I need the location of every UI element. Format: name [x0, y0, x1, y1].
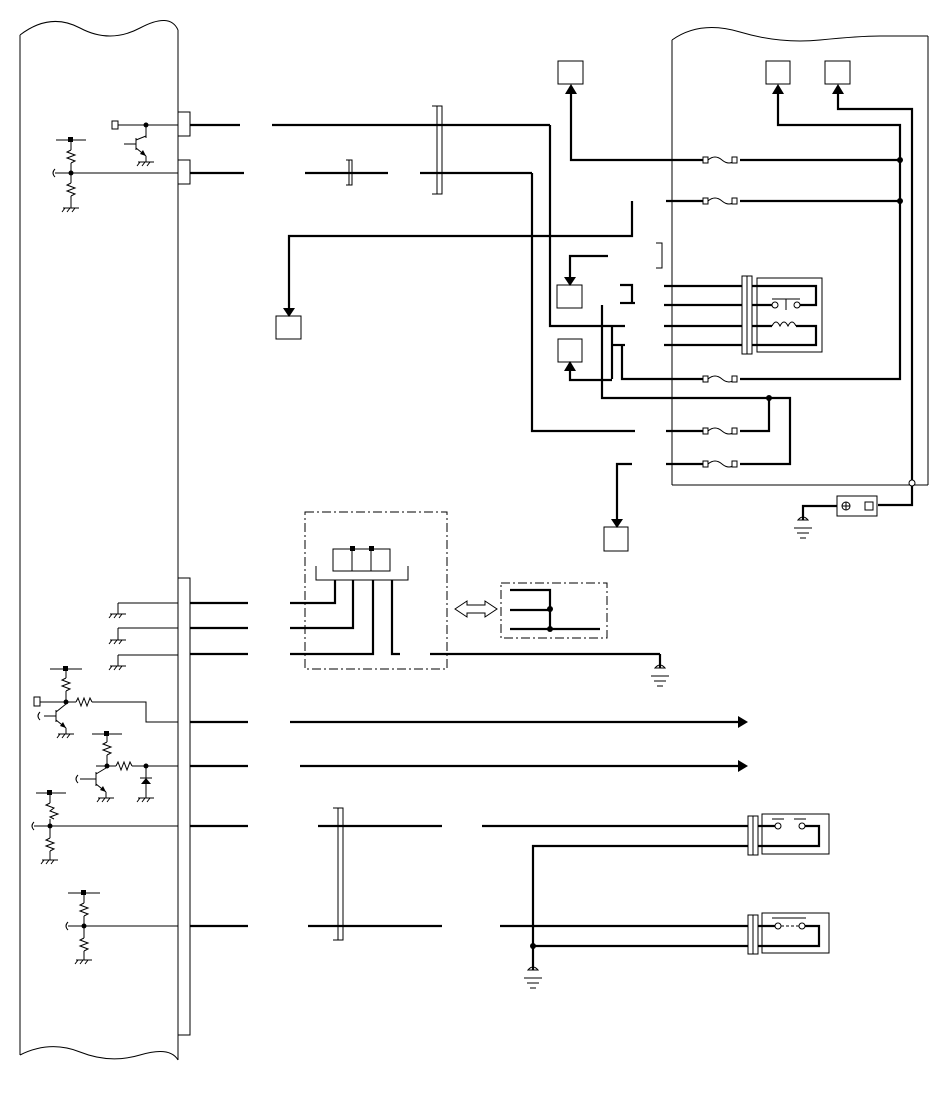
- top-signal-wires: [190, 123, 635, 433]
- transistor-circuit-mid: [33, 666, 178, 739]
- connector-brackets-left: [178, 111, 191, 1036]
- fuse-1: [702, 156, 738, 164]
- transistor-circuit-top: [111, 120, 178, 167]
- fuses: [702, 156, 738, 468]
- inline-connectors-top: [346, 105, 443, 195]
- relay: [741, 275, 823, 355]
- control-unit-right: [671, 27, 929, 486]
- ground-right: [794, 479, 916, 539]
- fuse-4: [702, 427, 738, 435]
- transistor-circuit-diode: [75, 731, 178, 803]
- switch-detail: [500, 582, 608, 639]
- fuse-wiring: [283, 84, 914, 528]
- resistor-divider-mid: [31, 790, 178, 865]
- door-switch-1: [747, 813, 830, 856]
- terminal-boxes: [275, 60, 851, 552]
- bottom-switch-wiring: [190, 807, 748, 989]
- fuse-2: [702, 197, 738, 205]
- resistor-divider-top: [52, 137, 178, 213]
- fuse-5: [702, 460, 738, 468]
- arrow-wires: [190, 716, 748, 772]
- control-unit-left: [19, 20, 179, 1061]
- ground-symbols-left: [108, 602, 178, 671]
- double-arrow-icon: [454, 600, 498, 618]
- door-switch-2: [747, 912, 830, 955]
- resistor-divider-bottom: [65, 890, 178, 965]
- fuse-3: [702, 375, 738, 383]
- switch-assembly: [190, 511, 669, 687]
